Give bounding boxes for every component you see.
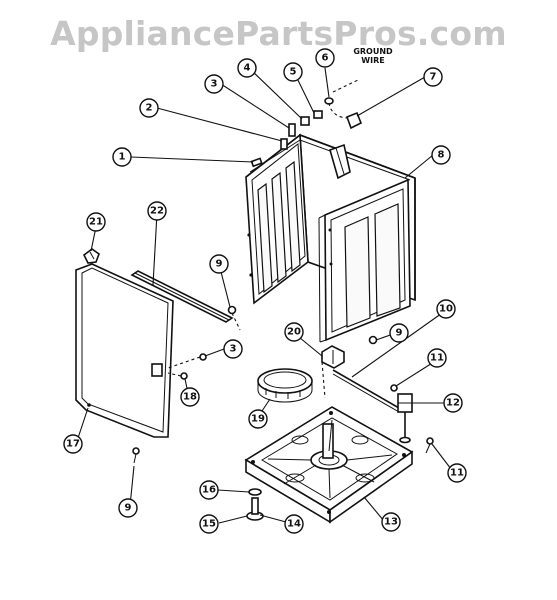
- base-frame: [244, 406, 414, 524]
- svg-text:19: 19: [251, 414, 265, 425]
- callout-5: 5: [283, 62, 303, 82]
- callout-3-latch: 3: [223, 339, 243, 359]
- svg-text:17: 17: [66, 439, 80, 450]
- svg-text:9: 9: [216, 259, 223, 270]
- svg-text:14: 14: [287, 519, 301, 530]
- svg-text:18: 18: [183, 392, 197, 403]
- svg-text:21: 21: [89, 217, 103, 228]
- callout-17: 17: [63, 434, 83, 454]
- svg-text:9: 9: [125, 503, 132, 514]
- callout-8: 8: [431, 145, 451, 165]
- callout-9-right: 9: [389, 323, 409, 343]
- svg-text:5: 5: [290, 67, 297, 78]
- callout-18: 18: [180, 387, 200, 407]
- front-panel: [75, 263, 174, 438]
- rod-part-10: [332, 369, 400, 413]
- callout-2: 2: [139, 98, 159, 118]
- svg-text:9: 9: [396, 328, 403, 339]
- svg-text:1: 1: [119, 152, 126, 163]
- callout-14: 14: [284, 514, 304, 534]
- svg-text:16: 16: [202, 485, 216, 496]
- callout-11-lower: 11: [447, 463, 467, 483]
- svg-text:12: 12: [446, 398, 460, 409]
- svg-text:6: 6: [322, 53, 329, 64]
- callout-19: 19: [248, 409, 268, 429]
- callout-9-bottom: 9: [118, 498, 138, 518]
- callout-20: 20: [284, 322, 304, 342]
- leg-assembly-part-12: [397, 393, 413, 444]
- svg-text:2: 2: [146, 103, 153, 114]
- svg-text:22: 22: [150, 206, 164, 217]
- fasteners: [132, 97, 434, 521]
- callout-1: 1: [112, 147, 132, 167]
- svg-text:4: 4: [244, 63, 251, 74]
- svg-text:20: 20: [287, 327, 301, 338]
- callout-10: 10: [436, 299, 456, 319]
- svg-text:8: 8: [438, 150, 445, 161]
- ring-part-19: [257, 368, 313, 403]
- svg-text:7: 7: [430, 72, 437, 83]
- right-side-panel: [318, 178, 411, 343]
- callout-4: 4: [237, 58, 257, 78]
- ground-wire: GROUND WIRE: [328, 47, 393, 119]
- ground-wire-label-line-2: WIRE: [361, 56, 384, 65]
- callout-9-cabinet: 9: [209, 254, 229, 274]
- callout-11-upper: 11: [427, 348, 447, 368]
- callout-13: 13: [381, 512, 401, 532]
- svg-text:13: 13: [384, 517, 398, 528]
- callout-6: 6: [315, 48, 335, 68]
- svg-text:11: 11: [450, 468, 464, 479]
- ground-wire-label-line-1: GROUND: [353, 47, 393, 56]
- callout-3-top: 3: [204, 74, 224, 94]
- leader-lines: [75, 67, 452, 524]
- svg-text:3: 3: [230, 344, 237, 355]
- svg-text:10: 10: [439, 304, 453, 315]
- svg-text:3: 3: [211, 79, 218, 90]
- brace-part-22: [130, 270, 234, 323]
- callout-16: 16: [199, 480, 219, 500]
- svg-text:11: 11: [430, 353, 444, 364]
- callout-22: 22: [147, 201, 167, 221]
- callout-12: 12: [443, 393, 463, 413]
- callout-15: 15: [199, 514, 219, 534]
- callout-7: 7: [423, 67, 443, 87]
- watermark: AppliancePartsPros.com: [50, 14, 507, 53]
- bracket-part-20: [321, 345, 345, 369]
- callout-21: 21: [86, 212, 106, 232]
- svg-text:15: 15: [202, 519, 216, 530]
